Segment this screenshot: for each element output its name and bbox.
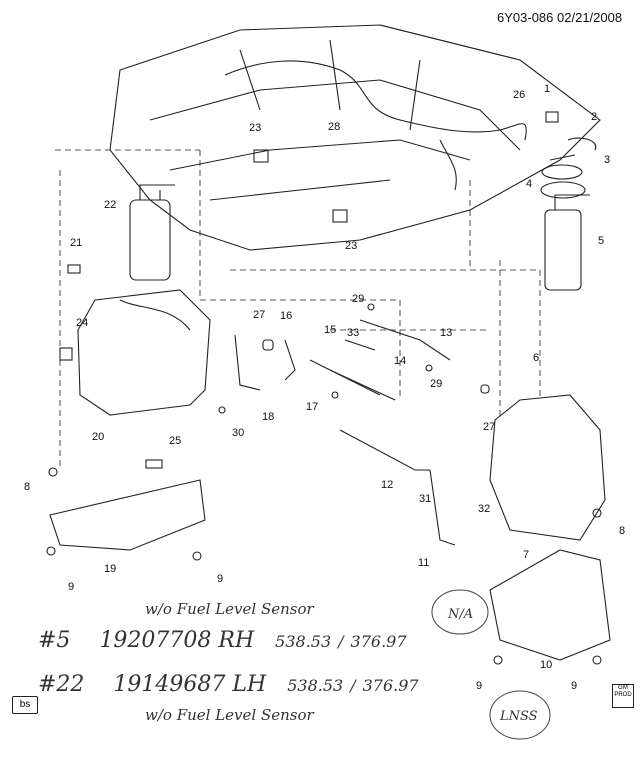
- callout-30: 30: [232, 427, 244, 439]
- callout-19: 19: [104, 563, 116, 575]
- part-ref-1: #5: [38, 628, 71, 653]
- wiring-harness: [224, 60, 527, 141]
- callout-3: 3: [604, 154, 610, 166]
- part-side-2: LH: [232, 672, 267, 697]
- fuel-pump-module-5: [544, 209, 582, 291]
- callout-9: 9: [68, 581, 74, 593]
- lnss-note: LNSS: [499, 709, 538, 724]
- callout-5: 5: [598, 235, 604, 247]
- fuel-pipe-12: [339, 429, 430, 471]
- diagram-date: 02/21/2008: [557, 10, 623, 25]
- callout-10: 10: [540, 659, 552, 671]
- callout-21: 21: [70, 237, 82, 249]
- callout-25: 25: [169, 435, 181, 447]
- bs-badge: bs: [12, 696, 38, 714]
- diagram-code: 6Y03-086: [497, 10, 554, 25]
- callout-9: 9: [217, 573, 223, 585]
- callout-31: 31: [419, 493, 431, 505]
- callout-8: 8: [619, 525, 625, 537]
- callout-1: 1: [544, 83, 550, 95]
- gm-badge: GM PROD: [612, 684, 634, 708]
- callout-20: 20: [92, 431, 104, 443]
- part-price-list-1: 538.53: [275, 632, 332, 651]
- callout-32: 32: [478, 503, 490, 515]
- fuel-pipe-13: [359, 319, 451, 361]
- hose-18: [234, 334, 261, 391]
- callout-28: 28: [328, 121, 340, 133]
- diagram-header: 6Y03-086 02/21/2008: [497, 10, 622, 25]
- shield-19: [49, 479, 206, 551]
- fuel-pipe-11: [429, 469, 456, 546]
- shield-10: [489, 549, 611, 661]
- callout-8: 8: [24, 481, 30, 493]
- callout-29: 29: [352, 293, 364, 305]
- part-line-1: #5 19207708 RH 538.53 / 376.97: [38, 628, 407, 653]
- fuel-tank-left: [77, 289, 211, 416]
- callout-17: 17: [306, 401, 318, 413]
- callout-2: 2: [591, 111, 597, 123]
- vehicle-underbody: [109, 24, 601, 251]
- na-circle: [431, 589, 489, 635]
- hose-16: [284, 339, 296, 381]
- callout-13: 13: [440, 327, 452, 339]
- callout-12: 12: [381, 479, 393, 491]
- callout-18: 18: [262, 411, 274, 423]
- fuel-pump-module-22: [129, 199, 171, 281]
- callout-33: 33: [347, 327, 359, 339]
- part-side-1: RH: [218, 628, 255, 653]
- lnss-circle: [489, 690, 551, 740]
- callout-4: 4: [526, 178, 532, 190]
- callout-22: 22: [104, 199, 116, 211]
- part-price-net-2: 376.97: [362, 676, 419, 695]
- callout-26: 26: [513, 89, 525, 101]
- part-number-2: 19149687: [113, 672, 226, 697]
- na-note: N/A: [447, 607, 473, 622]
- callout-23: 23: [345, 240, 357, 252]
- callout-9: 9: [571, 680, 577, 692]
- callout-27: 27: [483, 421, 495, 433]
- part-ref-2: #22: [38, 672, 85, 697]
- callout-7: 7: [523, 549, 529, 561]
- part-line-2: #22 19149687 LH 538.53 / 376.97: [38, 672, 419, 697]
- callout-16: 16: [280, 310, 292, 322]
- fuel-tank-right: [489, 394, 606, 541]
- callout-23: 23: [249, 122, 261, 134]
- callout-27: 27: [253, 309, 265, 321]
- callout-24: 24: [76, 317, 88, 329]
- callout-9: 9: [476, 680, 482, 692]
- callout-15: 15: [324, 324, 336, 336]
- note-bottom: w/o Fuel Level Sensor: [145, 706, 314, 724]
- callout-11: 11: [418, 557, 429, 569]
- note-top: w/o Fuel Level Sensor: [145, 600, 314, 618]
- callout-6: 6: [533, 352, 539, 364]
- part-number-1: 19207708: [99, 628, 212, 653]
- part-price-list-2: 538.53: [287, 676, 344, 695]
- part-price-net-1: 376.97: [350, 632, 407, 651]
- callout-29: 29: [430, 378, 442, 390]
- callout-14: 14: [394, 355, 406, 367]
